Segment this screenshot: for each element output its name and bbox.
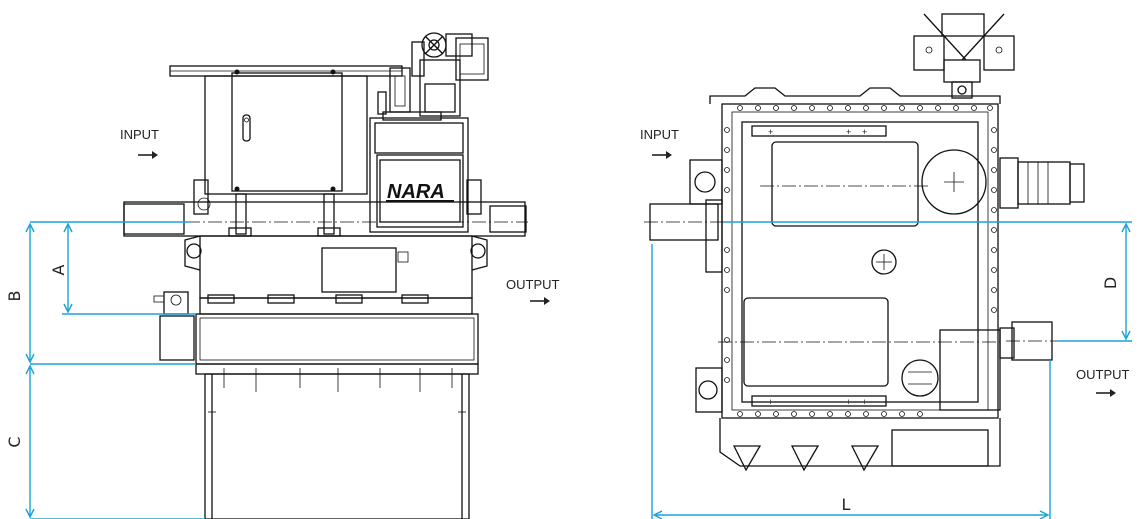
dimension-a-label: A: [49, 264, 68, 275]
bolt-row-bottom: [737, 411, 923, 417]
svg-text:+: +: [846, 127, 851, 137]
side-view: NARA: [5, 32, 560, 519]
left-output-label: OUTPUT: [506, 277, 560, 292]
dimension-b-label: B: [5, 291, 24, 302]
left-input-label: INPUT: [120, 127, 159, 142]
bolt-col-left: [724, 127, 730, 383]
bolt-col-right: [991, 127, 997, 313]
svg-text:+: +: [768, 127, 773, 137]
svg-text:+: +: [846, 397, 851, 407]
dimension-l-label: L: [842, 495, 851, 514]
right-output-label: OUTPUT: [1076, 367, 1130, 382]
dimension-c-label: C: [5, 436, 24, 447]
svg-text:+: +: [862, 397, 867, 407]
dimension-d-label: D: [1101, 277, 1120, 289]
svg-text:+: +: [768, 397, 773, 407]
bolt-row-top: [737, 105, 993, 111]
brand-logo: NARA: [387, 181, 445, 203]
right-input-label: INPUT: [640, 127, 679, 142]
front-view: + + +: [640, 13, 1132, 519]
svg-text:+: +: [862, 127, 867, 137]
